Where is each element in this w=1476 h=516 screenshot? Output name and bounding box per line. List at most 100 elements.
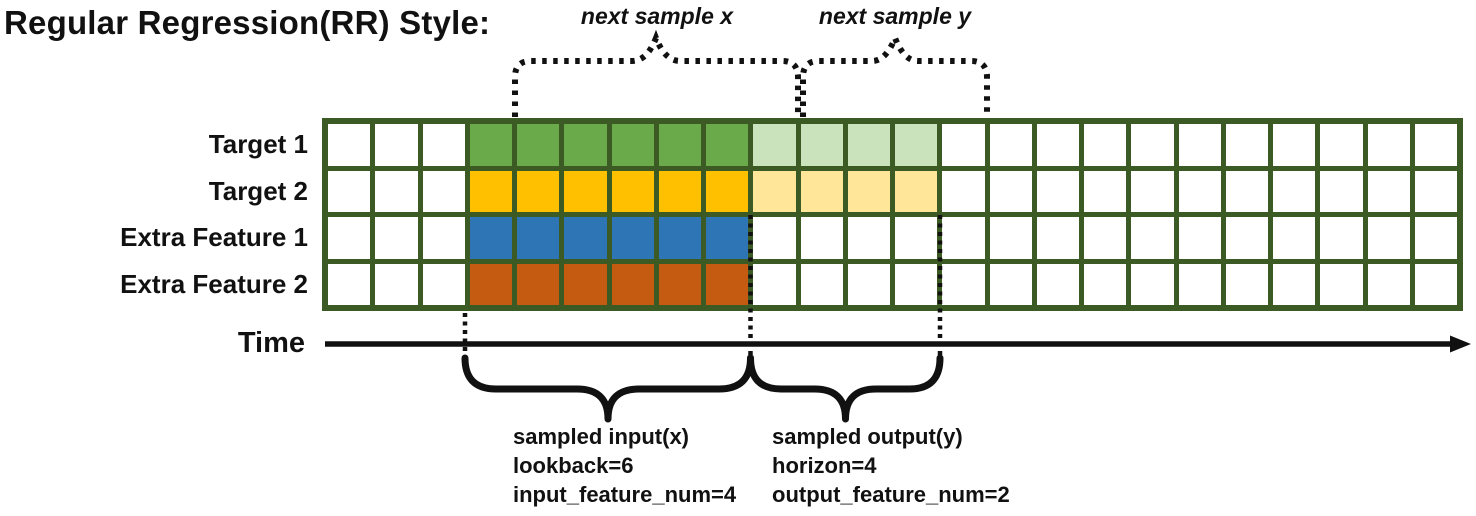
grid-cell bbox=[1225, 170, 1268, 212]
grid-cell bbox=[564, 217, 607, 259]
grid-cell bbox=[753, 217, 796, 259]
sampled-output-note: sampled output(y) horizon=4 output_featu… bbox=[772, 422, 1010, 509]
grid-cell bbox=[753, 124, 796, 166]
sampled-output-brace bbox=[747, 354, 944, 423]
grid-cell bbox=[753, 170, 796, 212]
grid-cell bbox=[989, 263, 1032, 305]
grid-cell bbox=[895, 263, 938, 305]
grid-cell bbox=[942, 217, 985, 259]
grid-cell bbox=[1320, 263, 1363, 305]
grid-cell bbox=[1320, 217, 1363, 259]
grid-cell bbox=[1367, 263, 1410, 305]
grid-cell bbox=[1225, 124, 1268, 166]
lookback-note-line: lookback=6 bbox=[513, 453, 634, 478]
grid-cell bbox=[1036, 263, 1079, 305]
grid-cell bbox=[517, 124, 560, 166]
grid-cell bbox=[1084, 170, 1127, 212]
grid-cell bbox=[1273, 263, 1316, 305]
grid-cell bbox=[1273, 124, 1316, 166]
grid-cell bbox=[1414, 124, 1457, 166]
grid-cell bbox=[895, 170, 938, 212]
grid-cell bbox=[1131, 263, 1174, 305]
grid-cell bbox=[328, 170, 371, 212]
grid-cell bbox=[469, 263, 512, 305]
grid-cell bbox=[1367, 124, 1410, 166]
grid-cell bbox=[658, 170, 701, 212]
grid-cell bbox=[517, 217, 560, 259]
grid-cell bbox=[942, 124, 985, 166]
grid-cell bbox=[375, 124, 418, 166]
grid-cell bbox=[469, 124, 512, 166]
grid-cell bbox=[1414, 217, 1457, 259]
time-axis-label: Time bbox=[237, 327, 305, 359]
grid-cell bbox=[1178, 263, 1221, 305]
next-sample-x-brace bbox=[512, 29, 801, 117]
grid-cell bbox=[1225, 217, 1268, 259]
grid-cell bbox=[422, 124, 465, 166]
grid-cell bbox=[847, 217, 890, 259]
grid-cell bbox=[706, 263, 749, 305]
grid-cell bbox=[800, 263, 843, 305]
grid-cell bbox=[1178, 124, 1221, 166]
grid-cell bbox=[847, 263, 890, 305]
grid-cell bbox=[895, 124, 938, 166]
grid-cell bbox=[1131, 124, 1174, 166]
grid-cell bbox=[706, 217, 749, 259]
grid-cell bbox=[989, 170, 1032, 212]
grid-cell bbox=[706, 170, 749, 212]
grid-cell bbox=[517, 170, 560, 212]
grid-cell bbox=[942, 170, 985, 212]
row-label-extra-feature-2: Extra Feature 2 bbox=[120, 268, 308, 299]
next-sample-y-label: next sample y bbox=[818, 3, 972, 29]
grid-cell bbox=[1036, 217, 1079, 259]
grid-cell bbox=[658, 124, 701, 166]
grid-cell bbox=[328, 217, 371, 259]
grid-cell bbox=[422, 217, 465, 259]
grid-cell bbox=[989, 217, 1032, 259]
grid-cell bbox=[564, 124, 607, 166]
grid-cell bbox=[328, 124, 371, 166]
grid-cell bbox=[847, 124, 890, 166]
grid-cell bbox=[469, 170, 512, 212]
sampled-input-note-line: sampled input(x) bbox=[513, 424, 690, 449]
grid-cell bbox=[1414, 170, 1457, 212]
grid-cell bbox=[942, 263, 985, 305]
row-labels: Target 1 Target 2 Extra Feature 1 Extra … bbox=[0, 118, 322, 311]
grid-cell bbox=[706, 124, 749, 166]
grid-cell bbox=[1036, 124, 1079, 166]
sampled-input-brace bbox=[461, 354, 754, 423]
grid-cell bbox=[375, 263, 418, 305]
input-feature-num-note-line: input_feature_num=4 bbox=[513, 482, 737, 507]
row-label-target-2: Target 2 bbox=[208, 175, 308, 206]
grid-cell bbox=[1131, 217, 1174, 259]
output-feature-num-note-line: output_feature_num=2 bbox=[772, 482, 1010, 507]
grid-cell bbox=[1414, 263, 1457, 305]
grid-cell bbox=[847, 170, 890, 212]
grid-cell bbox=[1084, 124, 1127, 166]
grid-cell bbox=[800, 217, 843, 259]
grid-cell bbox=[611, 263, 654, 305]
grid-cell bbox=[611, 217, 654, 259]
grid-cell bbox=[1367, 170, 1410, 212]
grid-cell bbox=[328, 263, 371, 305]
sample-grid bbox=[322, 118, 1463, 311]
grid-cell bbox=[517, 263, 560, 305]
grid-cell bbox=[375, 217, 418, 259]
grid-cell bbox=[658, 217, 701, 259]
row-label-target-1: Target 1 bbox=[208, 129, 308, 160]
grid-cell bbox=[1036, 170, 1079, 212]
grid-cell bbox=[611, 124, 654, 166]
grid-cell bbox=[422, 263, 465, 305]
grid-cell bbox=[375, 170, 418, 212]
grid-cell bbox=[564, 170, 607, 212]
grid-cell bbox=[895, 217, 938, 259]
grid-cell bbox=[1367, 217, 1410, 259]
grid-cell bbox=[1178, 217, 1221, 259]
grid-cell bbox=[1178, 170, 1221, 212]
grid-cell bbox=[1273, 217, 1316, 259]
grid-cell bbox=[1320, 170, 1363, 212]
grid-cell bbox=[989, 124, 1032, 166]
row-label-extra-feature-1: Extra Feature 1 bbox=[120, 222, 308, 253]
page-title: Regular Regression(RR) Style: bbox=[4, 4, 491, 41]
